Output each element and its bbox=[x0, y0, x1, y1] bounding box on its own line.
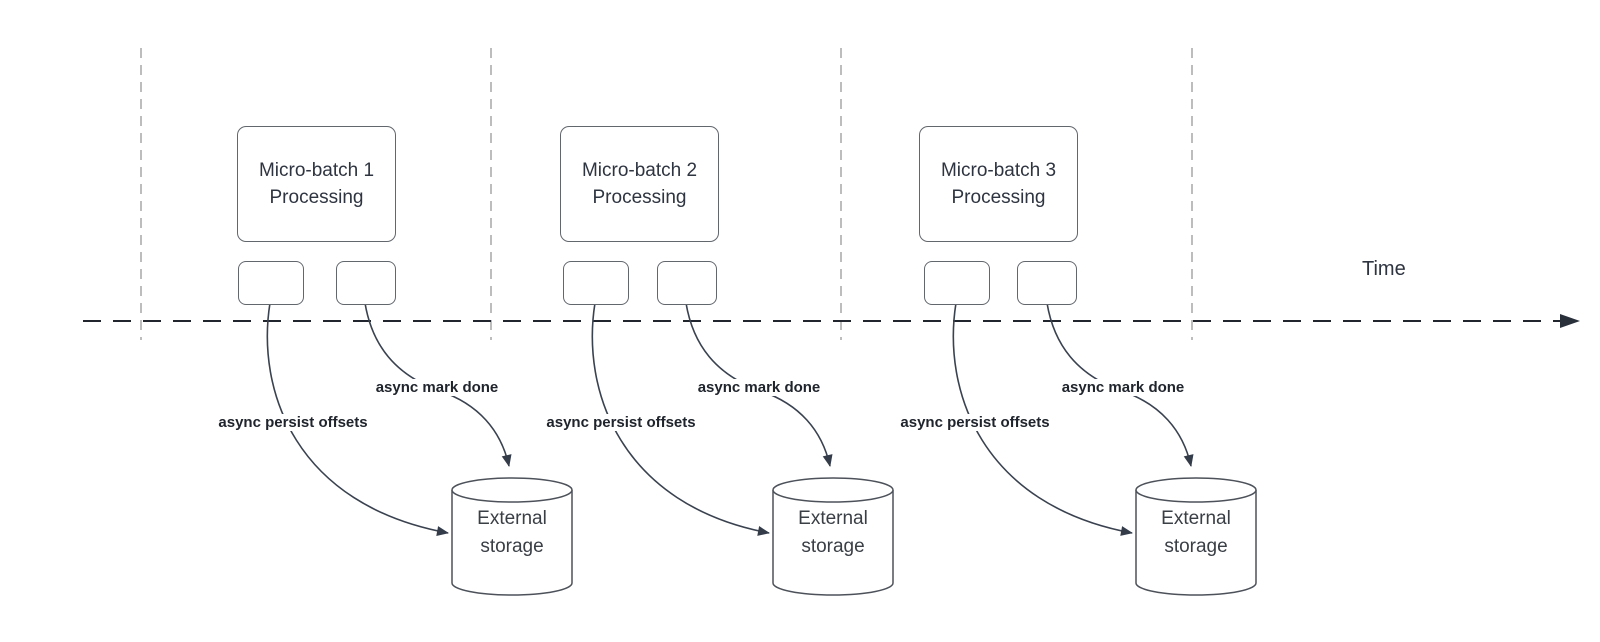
micro-batch-3-persist-task-box bbox=[924, 261, 990, 305]
micro-batch-2-mark-done-task-box bbox=[657, 261, 717, 305]
persist-offsets-label-3: async persist offsets bbox=[897, 414, 1053, 431]
time-axis-arrowhead-icon bbox=[1560, 314, 1580, 328]
cylinder-top bbox=[451, 477, 573, 503]
external-storage-cylinder-3 bbox=[1135, 477, 1257, 596]
micro-batch-3-subtitle: Processing bbox=[951, 187, 1046, 208]
micro-batch-1-mark-done-task-box bbox=[336, 261, 396, 305]
micro-batch-1-title: Micro-batch 1 bbox=[258, 160, 375, 181]
mark-done-label-2: async mark done bbox=[694, 379, 824, 396]
external-storage-label-3: External storage bbox=[1161, 508, 1231, 557]
micro-batch-2-processing-box: Micro-batch 2 Processing bbox=[560, 126, 719, 242]
persist-offsets-label-2: async persist offsets bbox=[543, 414, 699, 431]
micro-batch-1-processing-box: Micro-batch 1 Processing bbox=[237, 126, 396, 242]
micro-batch-3-processing-box: Micro-batch 3 Processing bbox=[919, 126, 1078, 242]
micro-batch-3-title: Micro-batch 3 bbox=[940, 160, 1057, 181]
persist-offsets-arrow-3 bbox=[952, 302, 1133, 536]
persist-offsets-label-1: async persist offsets bbox=[215, 414, 371, 431]
micro-batch-2-title: Micro-batch 2 bbox=[581, 160, 698, 181]
external-storage-cylinder-2 bbox=[772, 477, 894, 596]
external-storage-cylinder-1 bbox=[451, 477, 573, 596]
external-storage-label-1: External storage bbox=[477, 508, 547, 557]
micro-batch-1-persist-task-box bbox=[238, 261, 304, 305]
mark-done-label-3: async mark done bbox=[1058, 379, 1188, 396]
cylinder-body bbox=[1135, 490, 1257, 596]
mark-done-label-1: async mark done bbox=[372, 379, 502, 396]
time-axis-label: Time bbox=[1362, 258, 1406, 280]
external-storage-label-2: External storage bbox=[798, 508, 868, 557]
cylinder-top bbox=[772, 477, 894, 503]
cylinder-body bbox=[451, 490, 573, 596]
persist-offsets-arrow-1 bbox=[266, 302, 449, 536]
micro-batch-1-subtitle: Processing bbox=[269, 187, 364, 208]
cylinder-top bbox=[1135, 477, 1257, 503]
micro-batch-3-mark-done-task-box bbox=[1017, 261, 1077, 305]
micro-batch-2-subtitle: Processing bbox=[592, 187, 687, 208]
persist-offsets-arrow-2 bbox=[591, 302, 770, 536]
cylinder-body bbox=[772, 490, 894, 596]
micro-batch-2-persist-task-box bbox=[563, 261, 629, 305]
